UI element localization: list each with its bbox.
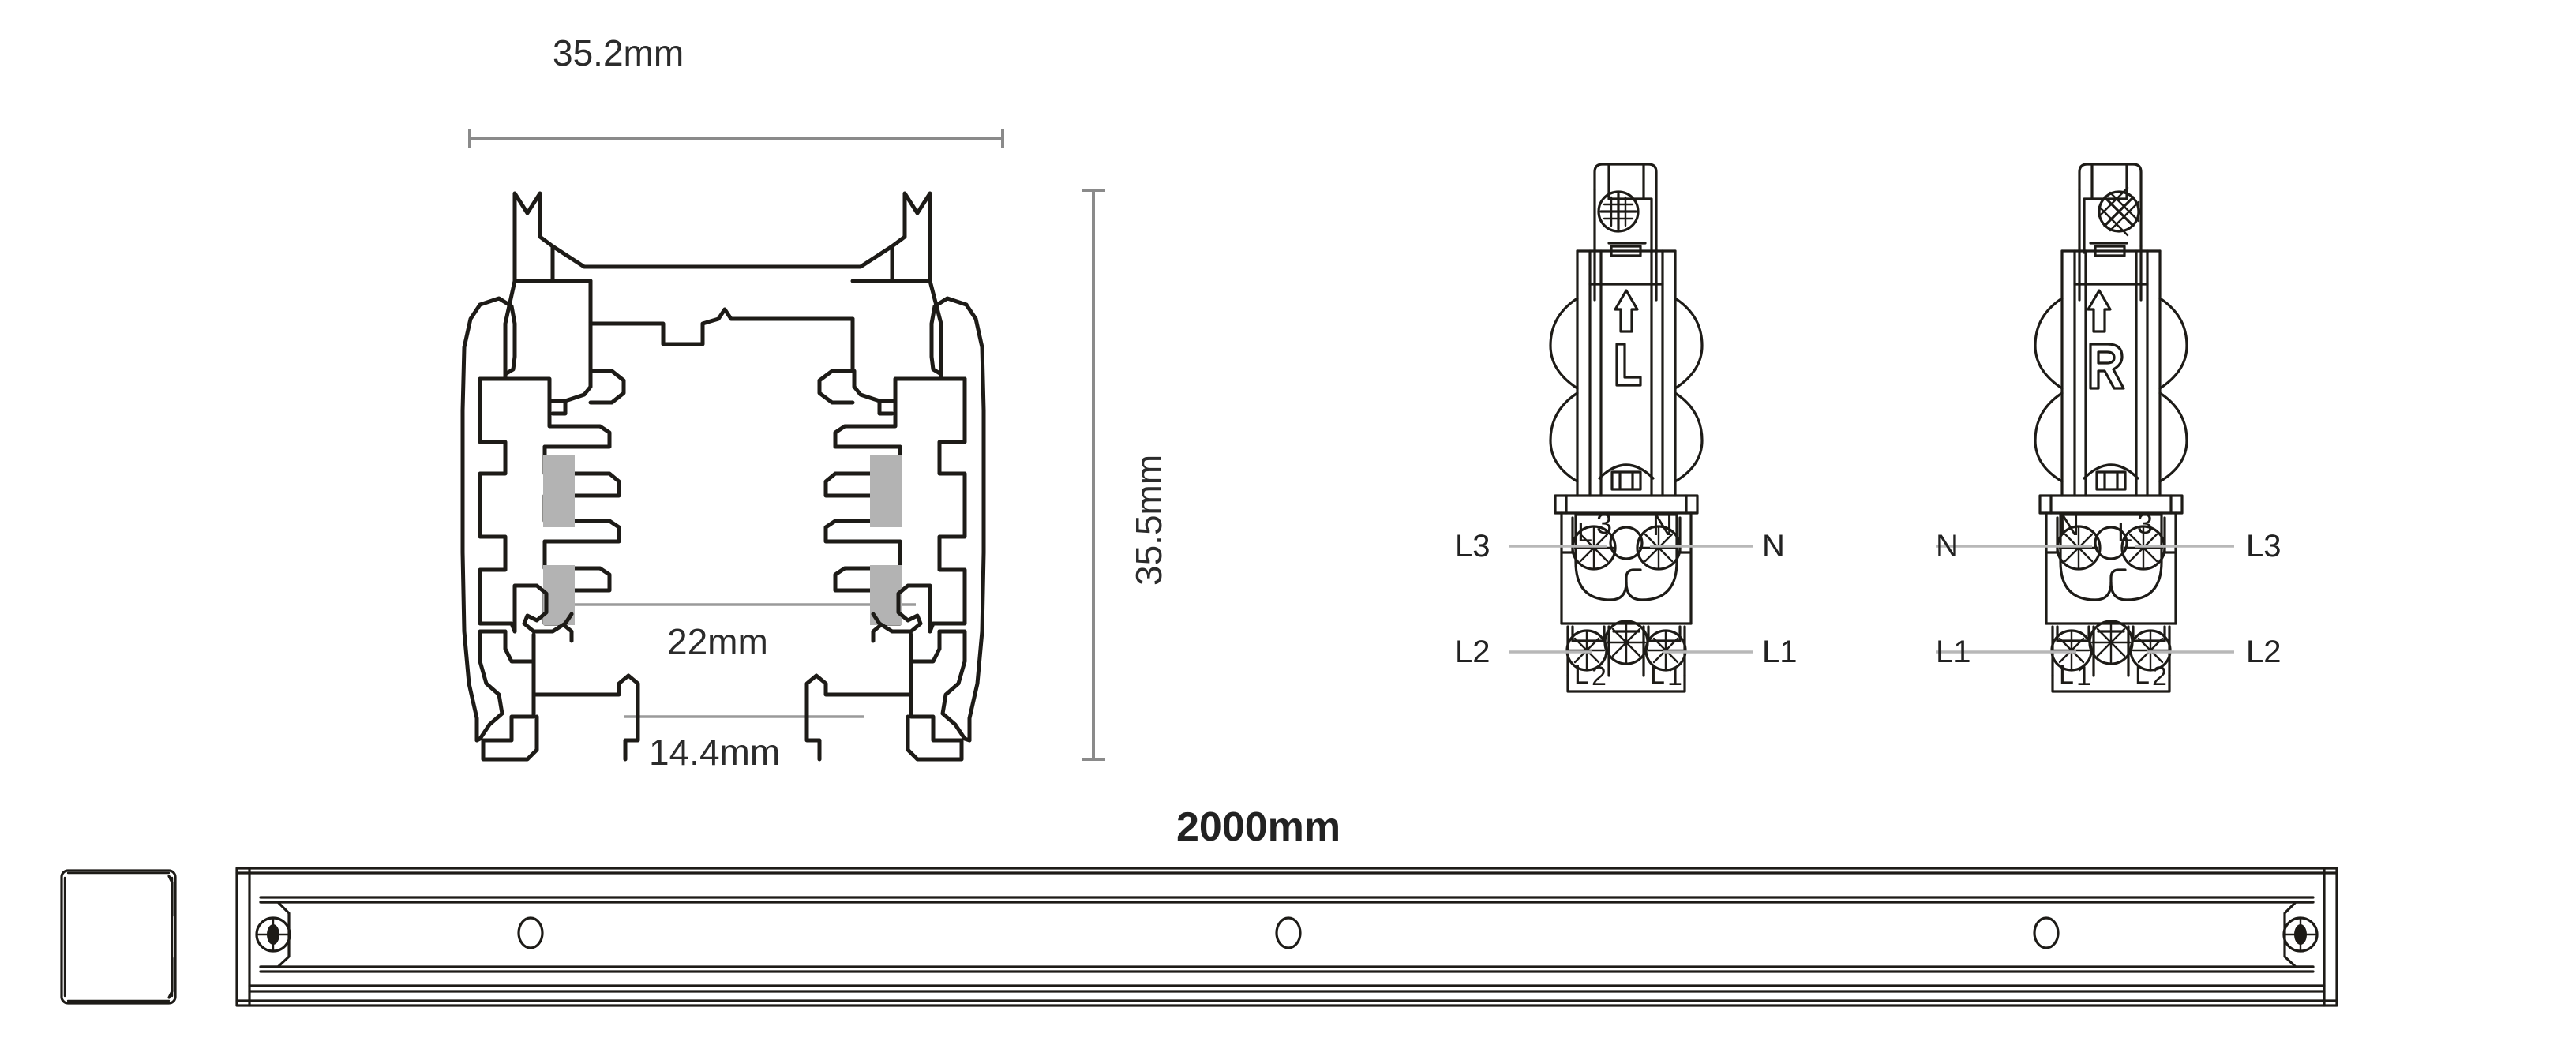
right-adapter-terminal-mark-bottom-left: L	[2059, 660, 2074, 690]
height-dimension-35-5	[1082, 189, 1105, 761]
mounting-hole	[2033, 916, 2060, 949]
left-adapter-callout-l2: L2	[1455, 635, 1490, 669]
busbar-left-upper	[543, 455, 575, 527]
rail-body	[235, 867, 2338, 1007]
width-dimension-35-2	[468, 129, 1004, 148]
right-adapter-callout-l3: L3	[2246, 529, 2282, 564]
left-adapter-terminal-mark-bottom-left-number: 2	[1592, 661, 1607, 691]
right-adapter-callout-n: N	[1936, 529, 1959, 564]
busbar-right-upper	[870, 455, 902, 527]
mounting-hole	[1275, 916, 1302, 949]
right-adapter-terminal-mark-top-left: N	[2059, 509, 2079, 541]
slot-width-dimension-label: 14.4mm	[649, 732, 781, 773]
left-adapter-callout-n: N	[1762, 529, 1785, 564]
left-adapter-terminal-mark-bottom-left: L	[1574, 660, 1589, 690]
right-adapter-terminal-mark-bottom-right: L	[2135, 660, 2150, 690]
left-adapter-terminal-mark-top-right: N	[1652, 509, 1673, 541]
right-adapter-terminal-mark-top-right: L	[2117, 518, 2132, 548]
right-adapter-terminal-mark-bottom-left-number: 1	[2076, 661, 2091, 691]
left-adapter-terminal-mark-top-left: L	[1577, 518, 1592, 548]
width-dimension-label: 35.2mm	[553, 32, 684, 73]
left-adapter-terminal-mark-bottom-right-number: 1	[1667, 661, 1682, 691]
left-adapter-terminal-mark-top-left-number: 3	[1596, 508, 1613, 540]
length-dimension-label: 2000mm	[1176, 804, 1341, 850]
end-cap	[60, 869, 177, 1005]
inner-width-dimension-label: 22mm	[667, 621, 768, 662]
left-adapter-terminal-mark-bottom-right: L	[1650, 660, 1665, 690]
right-adapter-terminal-mark-top-right-number: 3	[2137, 508, 2154, 540]
left-adapter-callout-l1: L1	[1762, 635, 1798, 669]
right-adapter-callout-l1: L1	[1936, 635, 1971, 669]
right-adapter-callout-l2: L2	[2246, 635, 2282, 669]
mounting-hole	[517, 916, 544, 949]
left-adapter-callout-l3: L3	[1455, 529, 1490, 564]
right-adapter-terminal-mark-bottom-right-number: 2	[2152, 661, 2167, 691]
